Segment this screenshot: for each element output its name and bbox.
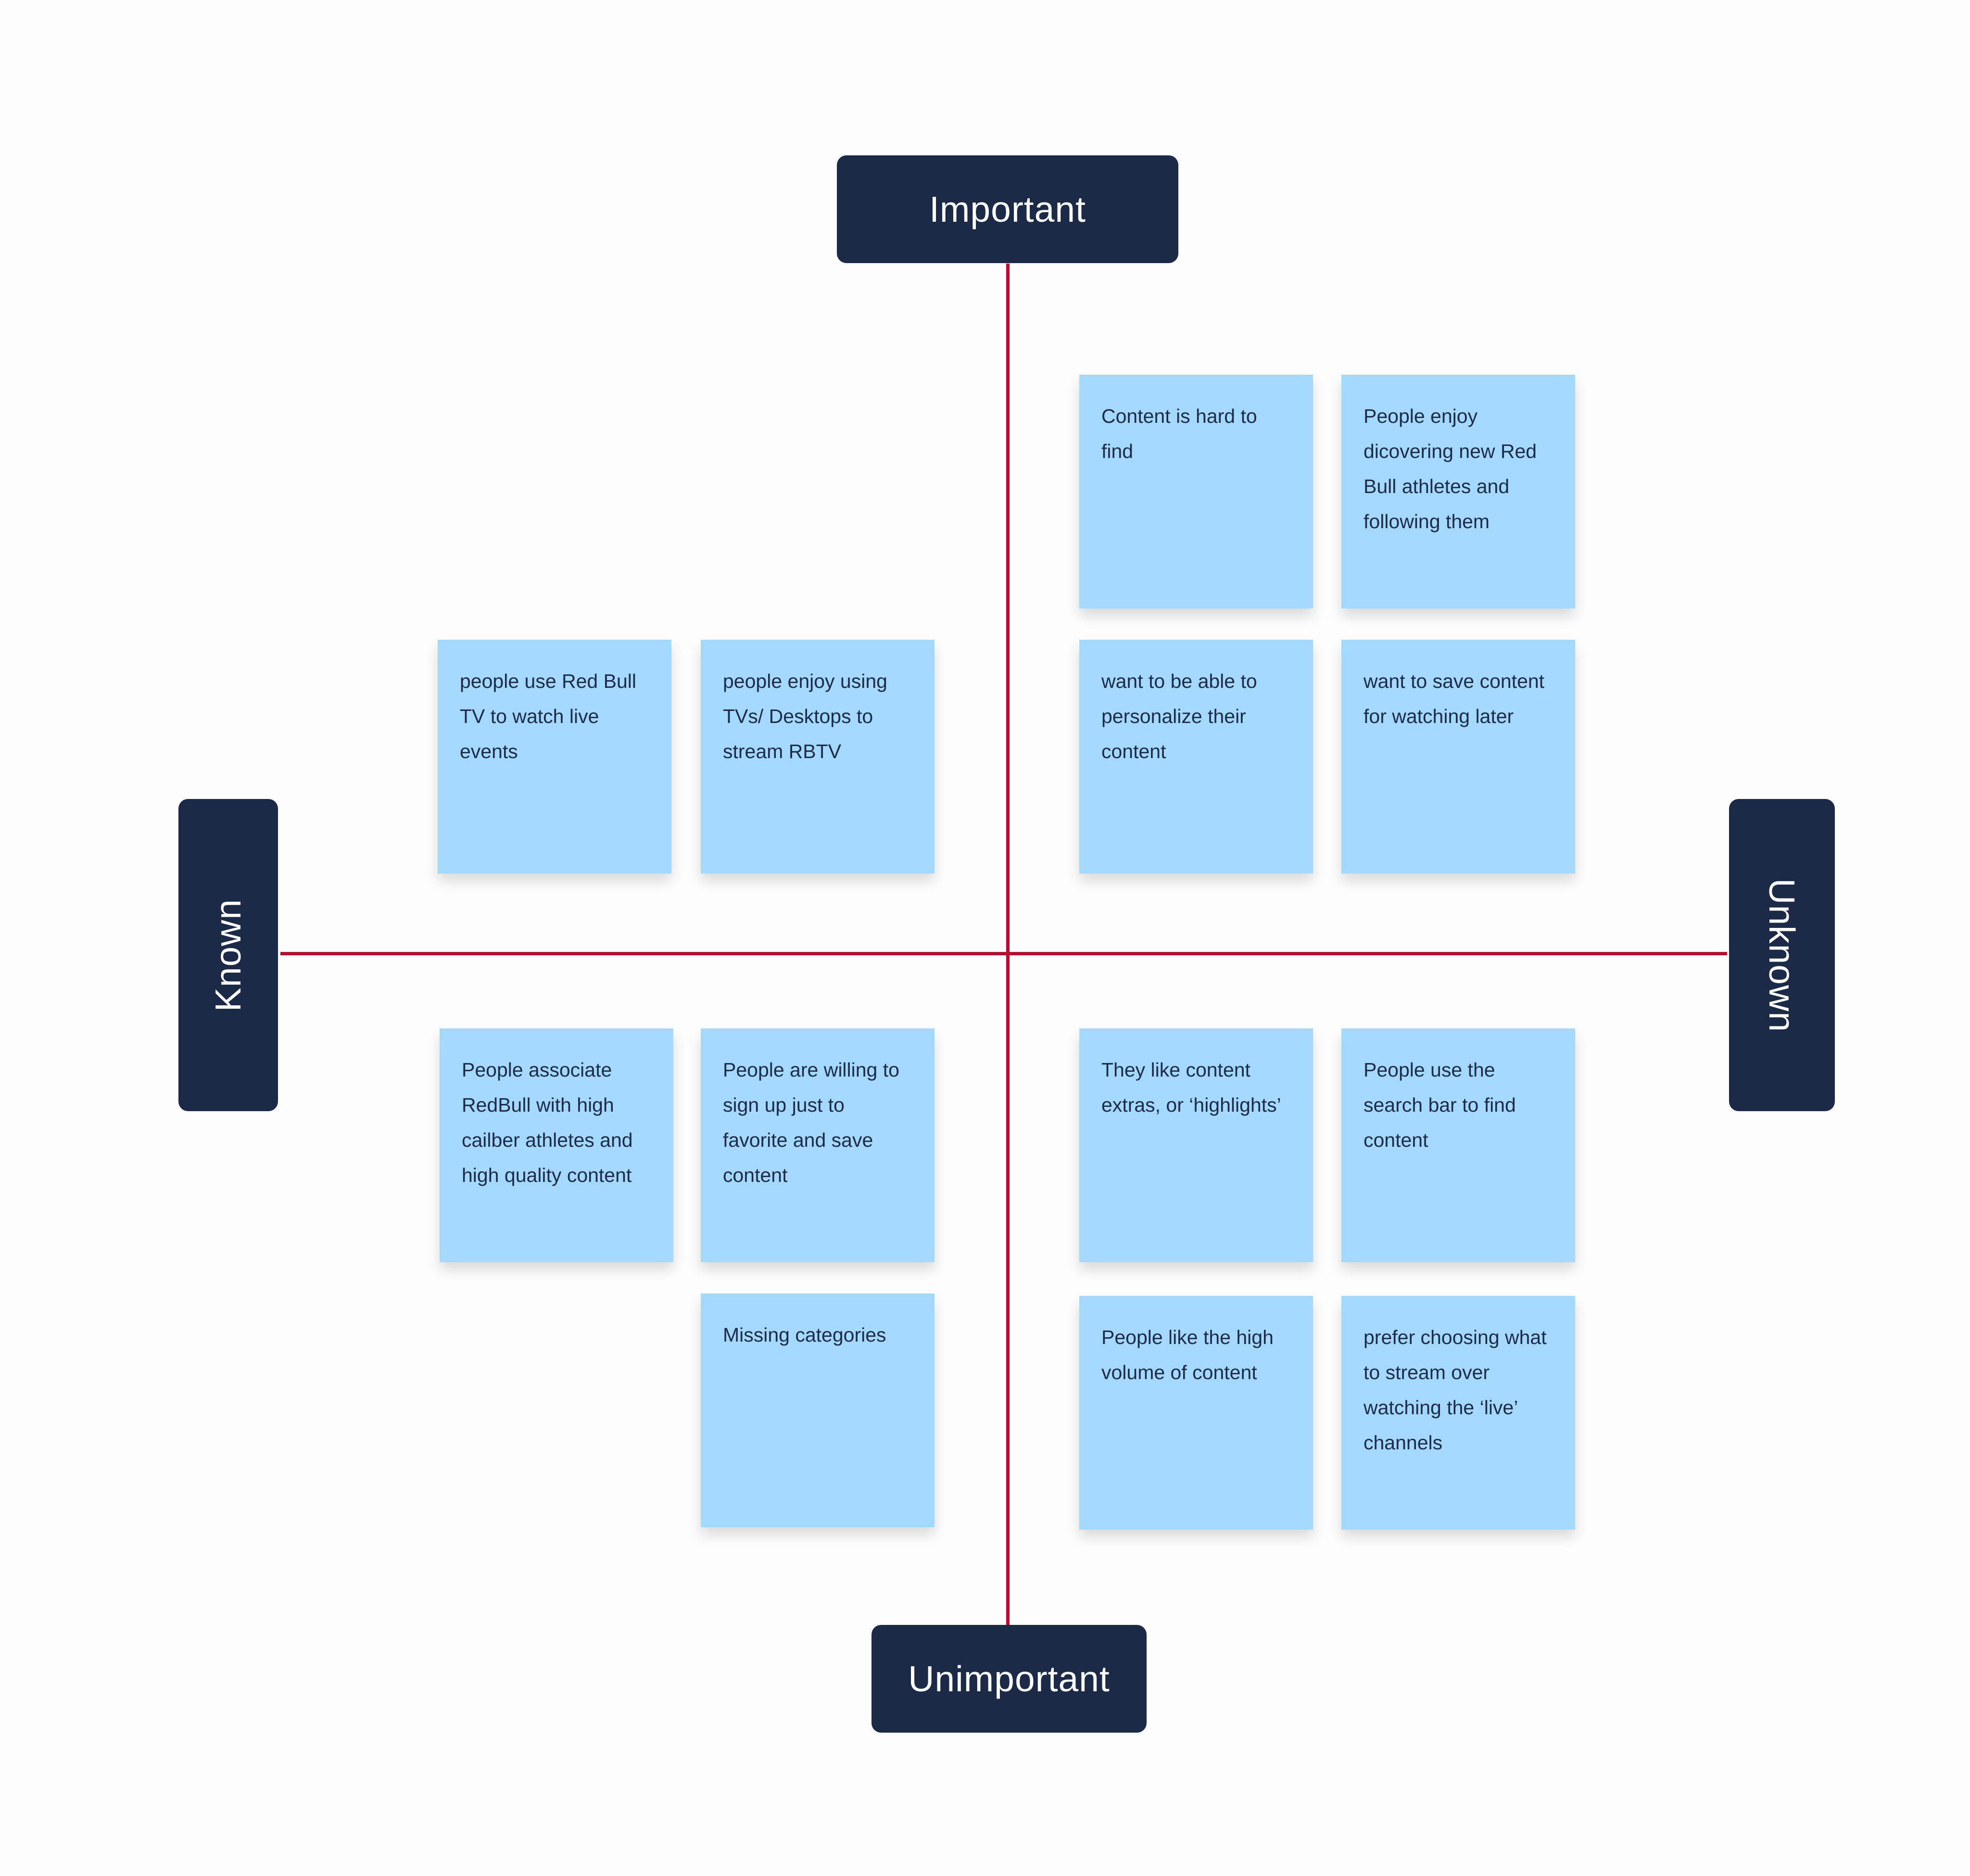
sticky-note[interactable]: people enjoy using TVs/ Desktops to stre…: [701, 640, 934, 874]
axis-label-known-text: Known: [208, 899, 249, 1012]
sticky-note[interactable]: prefer choosing what to stream over watc…: [1341, 1296, 1575, 1530]
sticky-note[interactable]: People are willing to sign up just to fa…: [701, 1028, 934, 1262]
sticky-note[interactable]: want to be able to personalize their con…: [1079, 640, 1313, 874]
sticky-note[interactable]: Missing categories: [701, 1293, 934, 1527]
horizontal-axis-line: [280, 952, 1727, 955]
axis-label-known[interactable]: Known: [178, 799, 278, 1111]
axis-label-important[interactable]: Important: [837, 155, 1178, 263]
sticky-note[interactable]: People enjoy dicovering new Red Bull ath…: [1341, 375, 1575, 608]
sticky-note[interactable]: They like content extras, or ‘highlights…: [1079, 1028, 1313, 1262]
axis-label-unimportant-text: Unimportant: [908, 1659, 1110, 1699]
sticky-note[interactable]: People like the high volume of content: [1079, 1296, 1313, 1530]
sticky-note[interactable]: People associate RedBull with high cailb…: [440, 1028, 673, 1262]
axis-label-unknown-text: Unknown: [1762, 878, 1803, 1032]
sticky-note[interactable]: want to save content for watching later: [1341, 640, 1575, 874]
sticky-note[interactable]: people use Red Bull TV to watch live eve…: [438, 640, 671, 874]
axis-label-unknown[interactable]: Unknown: [1729, 799, 1835, 1111]
sticky-note[interactable]: Content is hard to find: [1079, 375, 1313, 608]
axis-label-important-text: Important: [929, 189, 1086, 229]
axis-label-unimportant[interactable]: Unimportant: [871, 1625, 1147, 1733]
vertical-axis-line: [1006, 264, 1010, 1626]
sticky-note[interactable]: People use the search bar to find conten…: [1341, 1028, 1575, 1262]
